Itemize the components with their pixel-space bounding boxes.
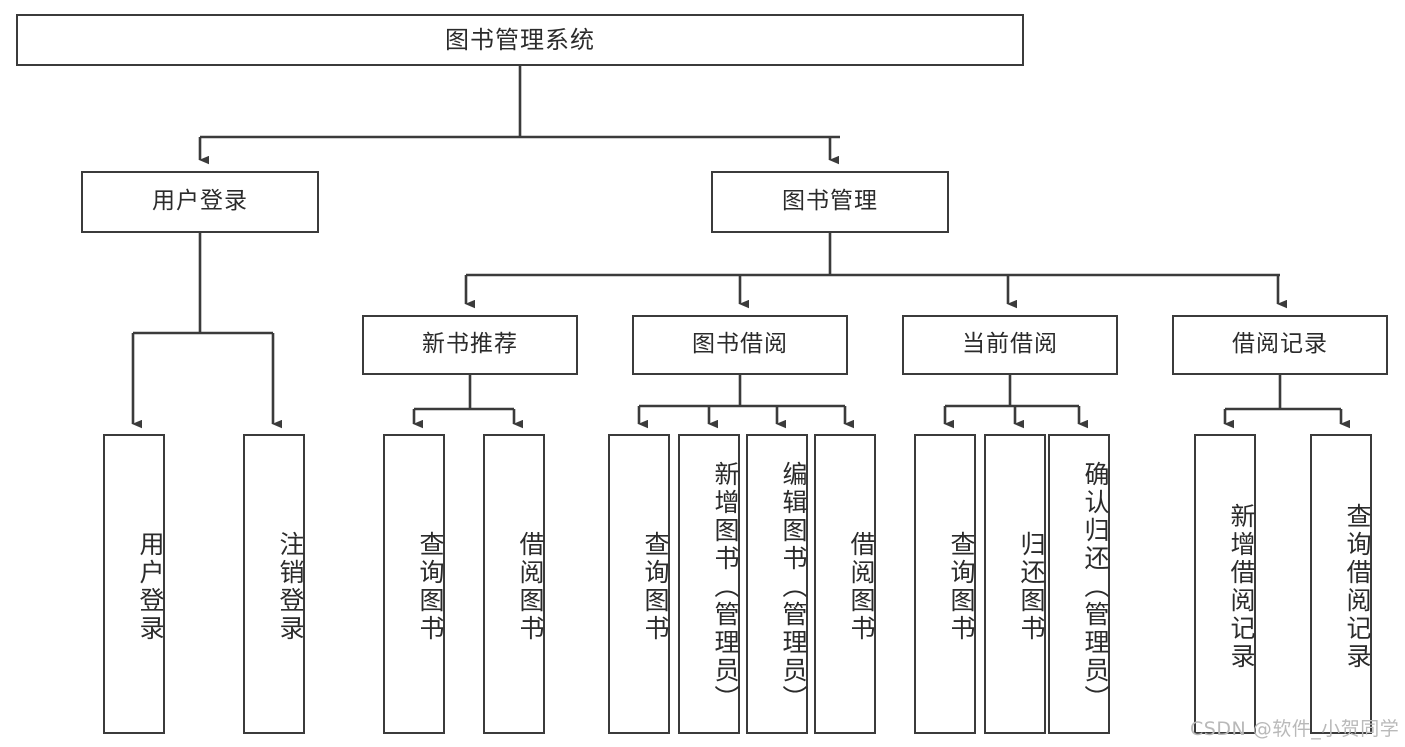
leaf-label: 编辑图书（管理员） — [779, 461, 808, 713]
node-book-borrowing-label: 图书借阅 — [692, 331, 788, 358]
leaf-add-book-admin[interactable]: 新增图书（管理员） — [678, 434, 740, 734]
leaf-label: 查询图书 — [416, 531, 445, 643]
leaf-logout[interactable]: 注销登录 — [243, 434, 305, 734]
leaf-label: 注销登录 — [276, 531, 305, 643]
node-user-login-label: 用户登录 — [152, 188, 248, 215]
leaf-borrow-books-recommend[interactable]: 借阅图书 — [483, 434, 545, 734]
leaf-label: 借阅图书 — [847, 531, 876, 643]
leaf-query-borrow-record[interactable]: 查询借阅记录 — [1310, 434, 1372, 734]
node-user-login[interactable]: 用户登录 — [81, 171, 319, 233]
leaf-label: 查询图书 — [641, 531, 670, 643]
watermark-text: CSDN @软件_小贺同学 — [1190, 718, 1400, 740]
leaf-label: 新增图书（管理员） — [711, 461, 740, 713]
node-book-management-label: 图书管理 — [782, 188, 878, 215]
leaf-label: 查询借阅记录 — [1343, 503, 1372, 671]
leaf-query-books-borrowing[interactable]: 查询图书 — [608, 434, 670, 734]
node-new-book-recommendation[interactable]: 新书推荐 — [362, 315, 578, 375]
leaf-user-login[interactable]: 用户登录 — [103, 434, 165, 734]
leaf-edit-book-admin[interactable]: 编辑图书（管理员） — [746, 434, 808, 734]
leaf-confirm-return-admin[interactable]: 确认归还（管理员） — [1048, 434, 1110, 734]
node-current-borrowing[interactable]: 当前借阅 — [902, 315, 1118, 375]
node-book-management[interactable]: 图书管理 — [711, 171, 949, 233]
node-root-system[interactable]: 图书管理系统 — [16, 14, 1024, 66]
node-borrow-records-label: 借阅记录 — [1232, 331, 1328, 358]
node-root-label: 图书管理系统 — [445, 25, 595, 54]
node-new-book-recommendation-label: 新书推荐 — [422, 331, 518, 358]
leaf-query-books-recommend[interactable]: 查询图书 — [383, 434, 445, 734]
leaf-label: 确认归还（管理员） — [1081, 461, 1110, 713]
leaf-return-books[interactable]: 归还图书 — [984, 434, 1046, 734]
node-book-borrowing[interactable]: 图书借阅 — [632, 315, 848, 375]
leaf-query-books-current[interactable]: 查询图书 — [914, 434, 976, 734]
leaf-label: 新增借阅记录 — [1227, 503, 1256, 671]
leaf-label: 归还图书 — [1017, 531, 1046, 643]
node-borrow-records[interactable]: 借阅记录 — [1172, 315, 1388, 375]
leaf-borrow-books-borrowing[interactable]: 借阅图书 — [814, 434, 876, 734]
leaf-label: 查询图书 — [947, 531, 976, 643]
node-current-borrowing-label: 当前借阅 — [962, 331, 1058, 358]
leaf-label: 借阅图书 — [516, 531, 545, 643]
leaf-label: 用户登录 — [136, 531, 165, 643]
leaf-add-borrow-record[interactable]: 新增借阅记录 — [1194, 434, 1256, 734]
